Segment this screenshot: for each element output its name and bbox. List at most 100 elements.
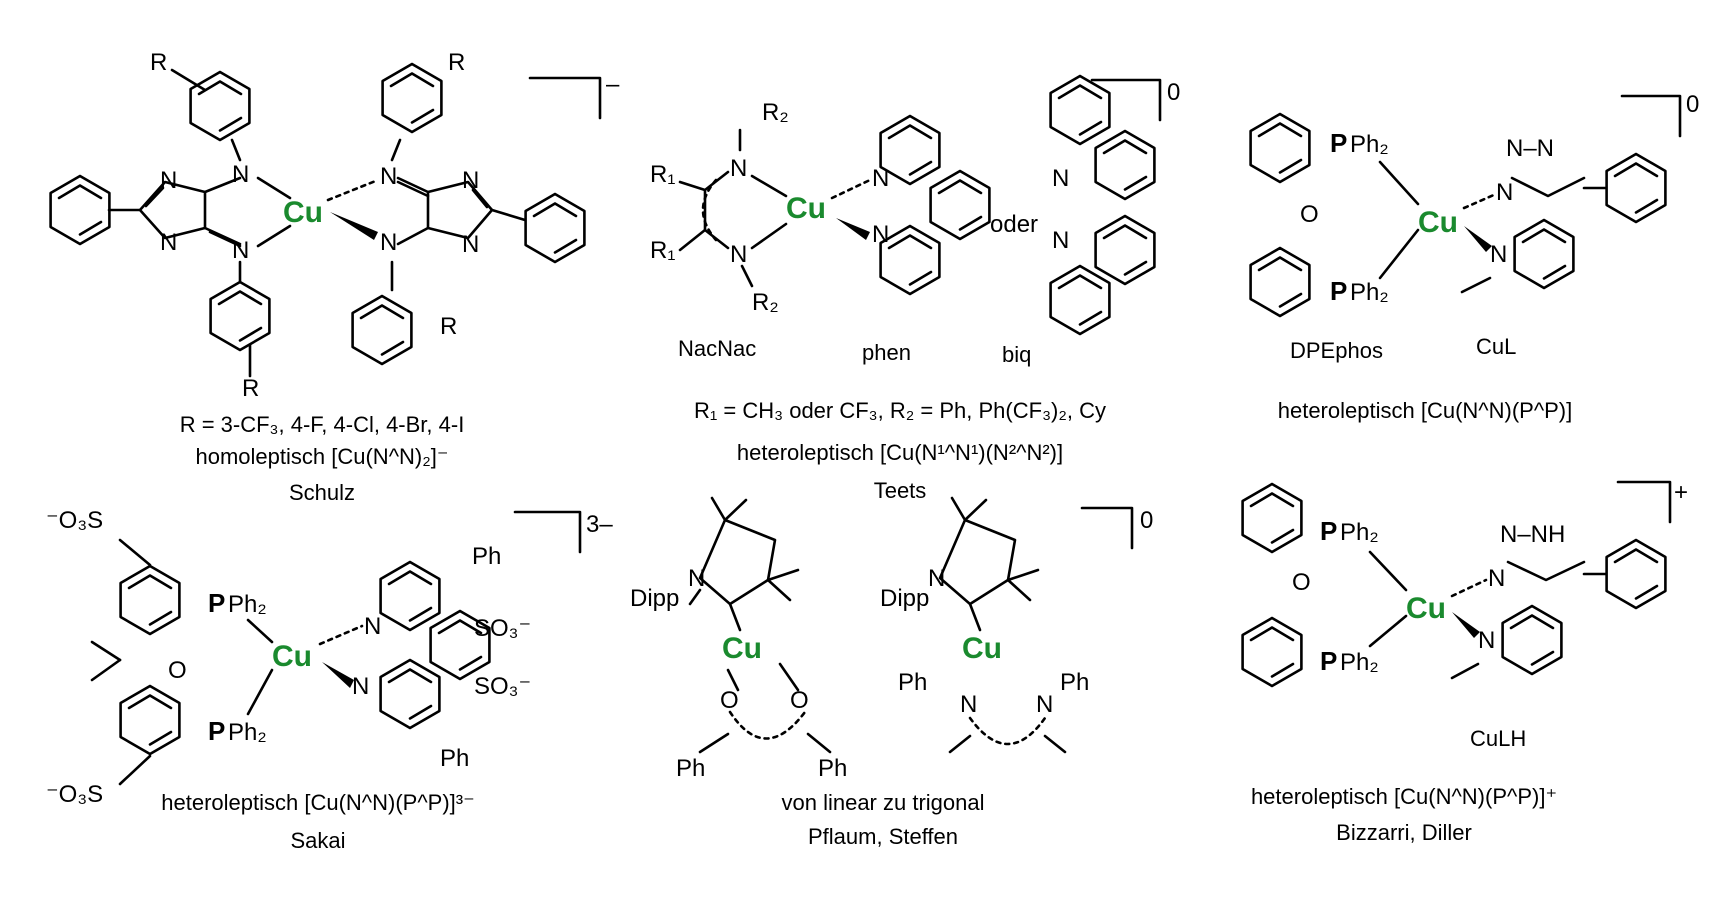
atom-n: N [232,161,249,188]
group-ph: Ph [1060,669,1089,696]
caption-pflaum-desc: von linear zu trigonal [781,790,985,815]
caption-teets-author: Teets [873,478,927,503]
group-so3r: SO₃⁻ [474,673,531,700]
group-ph: Ph [676,755,705,782]
atom-n: N [380,163,397,190]
atom-o: O [790,687,809,714]
atom-n: N [462,231,479,258]
charge-sakai: 3– [586,511,613,538]
group-dipp: Dipp [630,585,679,612]
atom-nh: N–NH [1500,521,1565,548]
caption-cul-type: heteroleptisch [Cu(N^N)(P^P)] [1277,398,1573,423]
atom-n: N [1036,691,1053,718]
atom-ph2: Ph₂ [1340,519,1379,546]
atom-n: N [872,165,889,192]
caption-teets-type: heteroleptisch [Cu(N¹^N¹)(N²^N²)] [736,440,1064,465]
atom-n: N [730,155,747,182]
label-culh: CuLH [1470,726,1526,751]
atom-n: N [352,673,369,700]
atom-r: R [242,375,259,402]
label-biq: biq [1002,342,1031,367]
atom-o: O [168,657,187,684]
atom-cu: Cu [272,640,312,673]
caption-sakai-author: Sakai [290,828,346,853]
atom-r: R [440,313,457,340]
atom-n: N [1488,565,1505,592]
atom-n: N [960,691,977,718]
atom-ph2: Ph₂ [228,591,267,618]
group-ph: Ph [818,755,847,782]
atom-n: N [730,241,747,268]
atom-p: P [1320,516,1337,546]
atom-n: N [1496,179,1513,206]
atom-n: N [928,565,945,592]
atom-cu: Cu [786,192,826,225]
atom-r1: R₁ [650,161,675,188]
caption-culh-type: heteroleptisch [Cu(N^N)(P^P)]⁺ [1250,784,1558,809]
group-so3r: SO₃⁻ [474,615,531,642]
group-ph: Ph [440,745,469,772]
schulz-complex: – N N N N R R Cu N N [49,49,620,402]
atom-n: N [462,167,479,194]
sakai-complex: 3– ⁻O₃S O ⁻O₃S P Ph₂ P Ph₂ Cu N N Ph SO₃… [46,507,613,808]
atom-n: N [1478,627,1495,654]
label-nacnac: NacNac [678,336,756,361]
group-so3: ⁻O₃S [46,781,103,808]
atom-n: N [1052,227,1069,254]
caption-schulz-author: Schulz [288,480,356,505]
charge-cul: 0 [1686,91,1699,118]
teets-complex: 0 R₂ N R₁ R₁ N R₂ Cu N N oder N N NacNac… [650,74,1180,367]
atom-r: R [448,49,465,76]
atom-r2: R₂ [752,289,779,316]
pflaum-complex: 0 N Dipp Cu O O Ph Ph N Dipp Cu N N Ph P… [630,496,1153,782]
group-ph: Ph [898,669,927,696]
atom-cu: Cu [1418,206,1458,239]
atom-p: P [208,588,225,618]
atom-o: O [1300,201,1319,228]
atom-ph2: Ph₂ [228,719,267,746]
atom-n: N [364,613,381,640]
charge-teets: 0 [1167,79,1180,106]
label-oder: oder [990,211,1038,238]
atom-cu: Cu [962,632,1002,665]
caption-pflaum-author: Pflaum, Steffen [807,824,959,849]
cul-complex: 0 O P Ph₂ P Ph₂ Cu N N–N N DPEphos CuL [1249,91,1699,363]
atom-n: N [160,229,177,256]
caption-teets-r: R₁ = CH₃ oder CF₃, R₂ = Ph, Ph(CF₃)₂, Cy [693,398,1107,423]
atom-p: P [208,716,225,746]
atom-o: O [720,687,739,714]
atom-cu: Cu [1406,592,1446,625]
atom-ph2: Ph₂ [1350,131,1389,158]
atom-n: N [1052,165,1069,192]
atom-n: N [1490,241,1507,268]
atom-ph2: Ph₂ [1340,649,1379,676]
charge-pflaum: 0 [1140,507,1153,534]
atom-n: N [688,565,705,592]
caption-schulz-type: homoleptisch [Cu(N^N)₂]⁻ [195,444,449,469]
atom-r: R [150,49,167,76]
label-dpephos: DPEphos [1290,338,1383,363]
group-so3: ⁻O₃S [46,507,103,534]
atom-r1: R₁ [650,237,675,264]
culh-complex: + O P Ph₂ P Ph₂ Cu N N–NH N CuLH [1241,479,1688,751]
caption-schulz-r: R = 3-CF₃, 4-F, 4-Cl, 4-Br, 4-I [179,412,465,437]
atom-cu: Cu [283,196,323,229]
charge-culh: + [1674,479,1688,506]
label-cul: CuL [1476,334,1516,359]
atom-n: N [380,229,397,256]
atom-cu: Cu [722,632,762,665]
group-ph: Ph [472,543,501,570]
caption-sakai-type: heteroleptisch [Cu(N^N)(P^P)]³⁻ [161,790,475,815]
atom-ph2: Ph₂ [1350,279,1389,306]
atom-nn: N–N [1506,135,1554,162]
atom-p: P [1320,646,1337,676]
atom-r2: R₂ [762,99,789,126]
atom-n: N [232,237,249,264]
atom-p: P [1330,276,1347,306]
caption-culh-author: Bizzarri, Diller [1336,820,1472,845]
atom-n: N [160,167,177,194]
charge-schulz: – [606,71,620,98]
atom-o: O [1292,569,1311,596]
atom-p: P [1330,128,1347,158]
